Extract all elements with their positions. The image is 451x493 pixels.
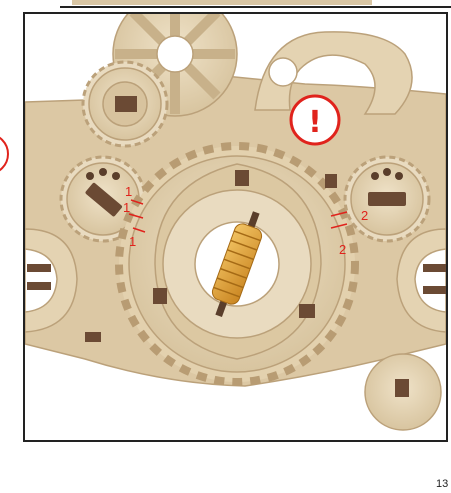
mark-left-1b: 1 (123, 200, 130, 215)
central-gear-peg-top (235, 170, 249, 186)
upper-left-gear (83, 62, 167, 146)
gear-mechanism-drawing: ! 1 1 1 2 2 (25, 14, 446, 440)
previous-callout-circle-edge (0, 132, 10, 176)
mark-left-1c: 1 (129, 234, 136, 249)
bottom-right-disc (365, 354, 441, 430)
warning-callout: ! (291, 96, 339, 144)
previous-panel-image-sliver (72, 0, 372, 5)
central-gear-peg-left (153, 288, 167, 304)
right-small-gear-peg (368, 192, 406, 206)
exclamation-circle-icon: ! (308, 105, 322, 140)
mark-right-2a: 2 (361, 208, 368, 223)
previous-panel-edge (60, 0, 451, 8)
lower-left-peg (85, 332, 101, 342)
mark-left-1a: 1 (125, 184, 132, 199)
right-upper-peg (325, 174, 337, 188)
central-gear-peg-right (299, 304, 315, 318)
page-number: 13 (436, 478, 448, 490)
upper-left-gear-peg (115, 96, 137, 112)
mark-right-2b: 2 (339, 242, 346, 257)
arch-hole (269, 58, 297, 86)
assembly-step-illustration: ! 1 1 1 2 2 (23, 12, 448, 442)
